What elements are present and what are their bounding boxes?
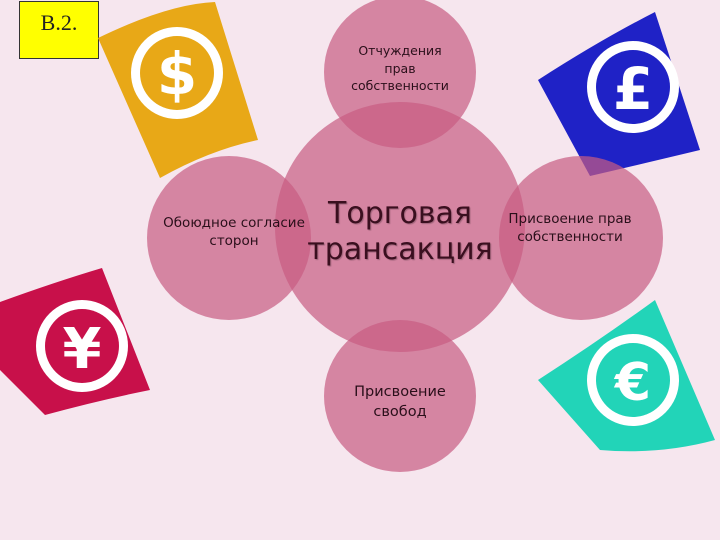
top-circle-text: Отчуждения прав собственности [351, 43, 449, 93]
circle-right [499, 156, 663, 320]
bottom-circle-text: Присвоение свобод [354, 384, 446, 420]
center-circle-text: Торговая трансакция [307, 196, 493, 267]
circle-bottom [324, 320, 476, 472]
pound-icon: £ [538, 12, 700, 176]
right-circle-text: Присвоение прав собственности [508, 211, 632, 246]
euro-icon: € [538, 300, 715, 452]
svg-text:$: $ [157, 40, 197, 108]
slide-label: В.2. [19, 1, 99, 59]
circle-center [275, 102, 525, 352]
left-circle-text: Обоюдное согласие сторон [163, 215, 305, 250]
circle-left [147, 156, 311, 320]
svg-text:£: £ [613, 55, 653, 123]
yen-icon: ¥ [0, 268, 150, 415]
svg-text:¥: ¥ [63, 317, 102, 382]
svg-text:€: € [614, 353, 651, 413]
circle-top [324, 0, 476, 148]
dollar-icon: $ [98, 2, 258, 178]
